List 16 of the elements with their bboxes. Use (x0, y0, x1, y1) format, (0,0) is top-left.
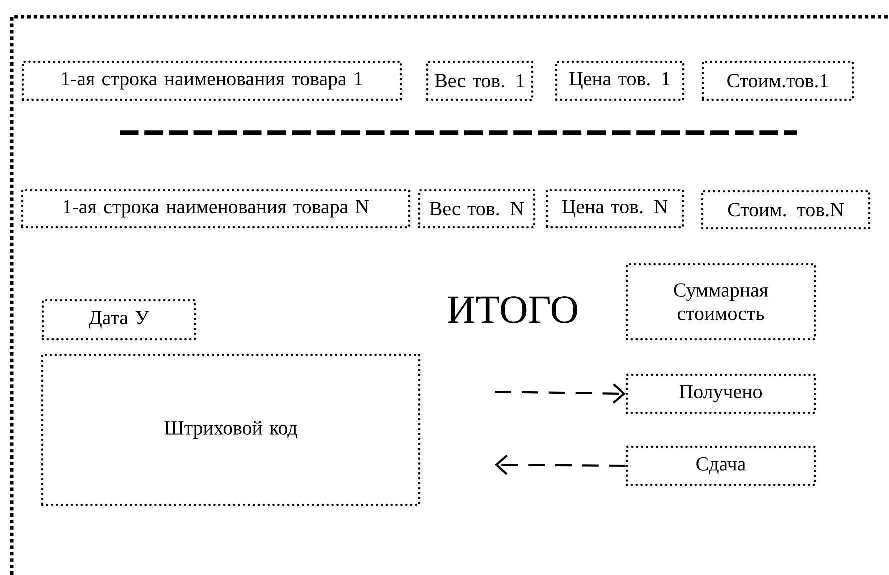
price-box: Цена тов. 1 (555, 60, 685, 102)
change-box: Сдача (626, 446, 816, 486)
date-box: Дата У (42, 299, 196, 341)
barcode-box: Штриховой код (41, 354, 421, 506)
arrow (495, 454, 626, 476)
price-box: Цена тов. N (546, 189, 684, 229)
weight-box: Вес тов. N (418, 189, 536, 229)
item-name-box: 1-ая строка наименования товара N (21, 189, 411, 229)
weight-box: Вес тов. 1 (426, 60, 534, 102)
cost-box: Стоим. тов.N (701, 190, 871, 230)
total-cost-box: Суммарная стоимость (626, 263, 816, 341)
total-heading: ИТОГО (448, 296, 578, 324)
received-box: Получено (626, 374, 816, 414)
arrow (495, 384, 626, 404)
item-name-box: 1-ая строка наименования товара 1 (22, 60, 402, 102)
cost-box: Стоим.тов.1 (702, 60, 854, 102)
